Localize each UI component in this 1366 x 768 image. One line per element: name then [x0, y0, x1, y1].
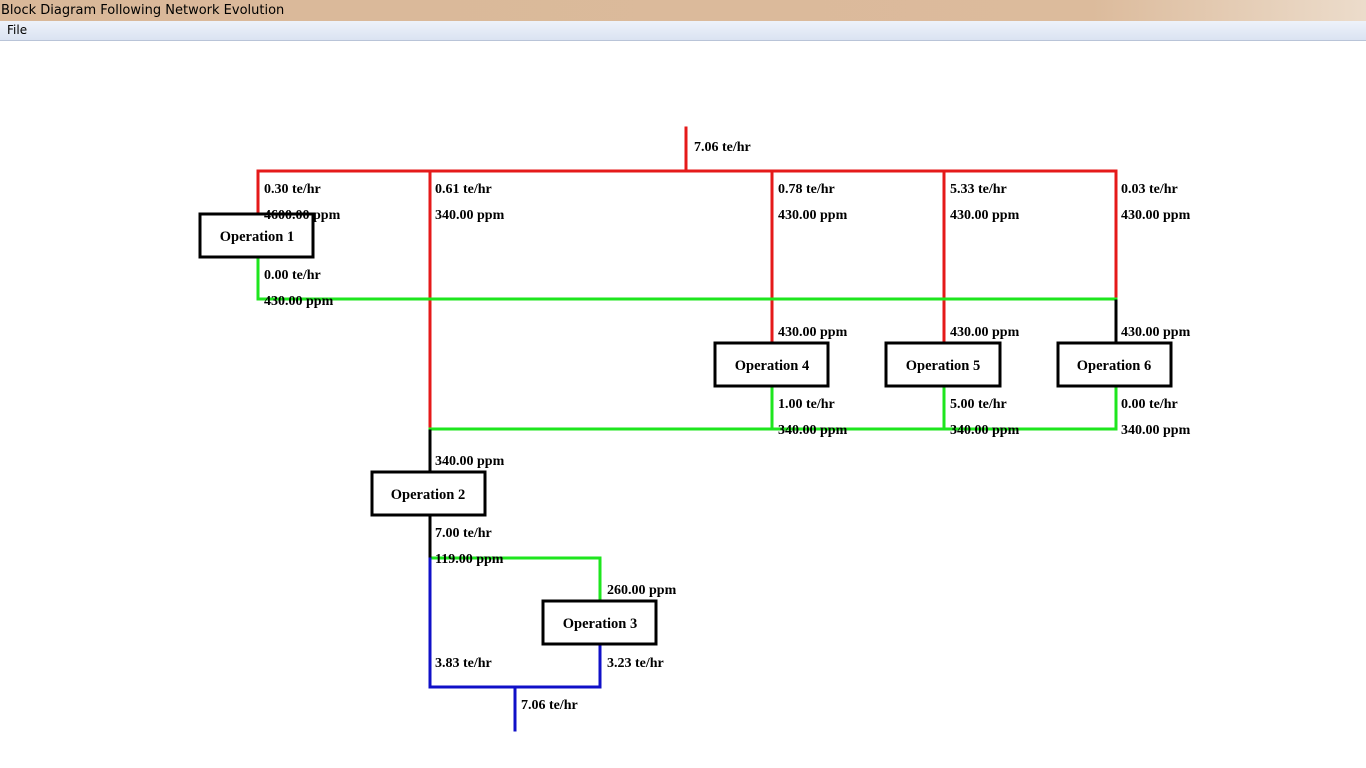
operation-3-box[interactable] — [541, 599, 658, 646]
internal-lines — [428, 299, 1118, 559]
operation-6-label: Operation 6 — [1077, 358, 1152, 374]
window-title: Block Diagram Following Network Evolutio… — [0, 0, 1366, 21]
waste-left-flow: 3.83 te/hr — [435, 656, 492, 671]
operation-4-box[interactable] — [713, 341, 830, 388]
reuse-lines — [256, 255, 1118, 603]
operation-1-box[interactable] — [198, 212, 315, 259]
operation-2-box[interactable] — [370, 470, 487, 517]
op5-out-flow: 5.00 te/hr — [950, 397, 1007, 412]
op6-out-flow: 0.00 te/hr — [1121, 397, 1178, 412]
op4-out-flow: 1.00 te/hr — [778, 397, 835, 412]
op1-in-conc: 4600.00 ppm — [264, 208, 341, 223]
operation-3-label: Operation 3 — [563, 616, 638, 632]
op1-out-flow: 0.00 te/hr — [264, 268, 321, 283]
op4-in-conc: 430.00 ppm — [778, 208, 848, 223]
op6-in-flow: 0.03 te/hr — [1121, 182, 1178, 197]
operation-4-label: Operation 4 — [735, 358, 810, 374]
op1-in-flow: 0.30 te/hr — [264, 182, 321, 197]
operation-6-box[interactable] — [1056, 341, 1173, 388]
op2-out-conc: 119.00 ppm — [435, 552, 504, 567]
op6-top-conc: 430.00 ppm — [1121, 325, 1191, 340]
op5-in-conc: 430.00 ppm — [950, 208, 1020, 223]
menu-file[interactable]: File — [7, 23, 28, 37]
menu-bar: File — [0, 21, 1366, 41]
op6-in-conc: 430.00 ppm — [1121, 208, 1191, 223]
op2-out-flow: 7.00 te/hr — [435, 526, 492, 541]
op2-in-conc: 340.00 ppm — [435, 454, 505, 469]
op4-out-conc: 340.00 ppm — [778, 423, 848, 438]
op2-fresh-flow: 0.61 te/hr — [435, 182, 492, 197]
operation-5-label: Operation 5 — [906, 358, 981, 374]
waste-total-label: 7.06 te/hr — [521, 698, 578, 713]
freshwater-lines — [256, 126, 1118, 431]
op4-top-conc: 430.00 ppm — [778, 325, 848, 340]
operation-1-label: Operation 1 — [220, 229, 295, 245]
op5-in-flow: 5.33 te/hr — [950, 182, 1007, 197]
op1-out-conc: 430.00 ppm — [264, 294, 334, 309]
op3-in-conc: 260.00 ppm — [607, 583, 677, 598]
op5-top-conc: 430.00 ppm — [950, 325, 1020, 340]
wastewater-lines — [428, 557, 602, 732]
operation-2-label: Operation 2 — [391, 487, 466, 503]
waste-right-flow: 3.23 te/hr — [607, 656, 664, 671]
op2-fresh-conc: 340.00 ppm — [435, 208, 505, 223]
fresh-total-label: 7.06 te/hr — [694, 140, 751, 155]
operation-5-box[interactable] — [884, 341, 1002, 388]
op4-in-flow: 0.78 te/hr — [778, 182, 835, 197]
op5-out-conc: 340.00 ppm — [950, 423, 1020, 438]
op6-out-conc: 340.00 ppm — [1121, 423, 1191, 438]
